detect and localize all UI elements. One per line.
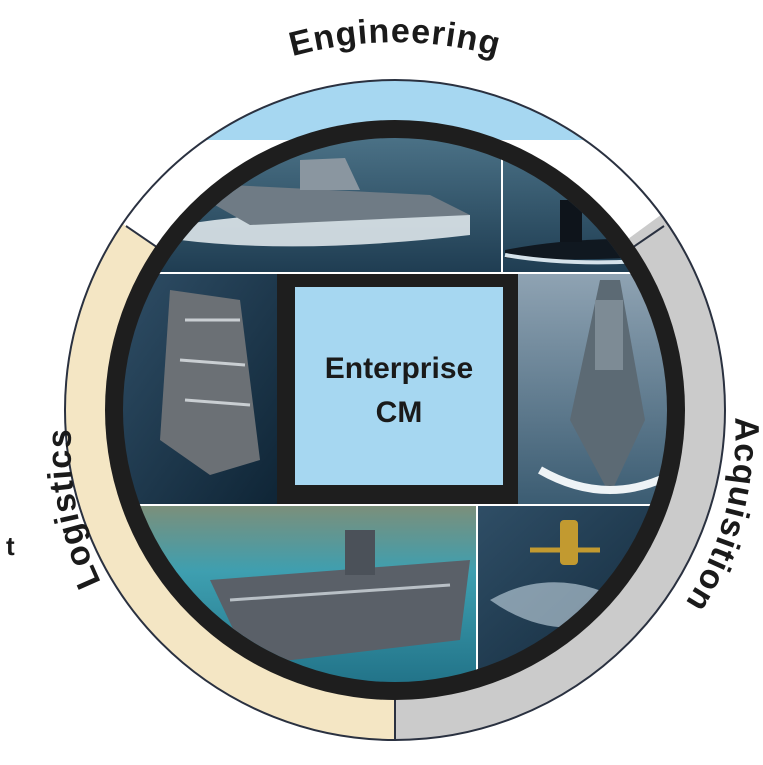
- photo-grid-lines: [123, 138, 667, 682]
- center-label-line1: Enterprise: [325, 352, 473, 385]
- engineering-label-path: Engineering: [285, 12, 504, 64]
- littoral-combat-ship-photo: [123, 138, 502, 273]
- aircraft-carrier-top-photo: [123, 273, 277, 505]
- center-label-line2: CM: [376, 396, 423, 429]
- engineering-label: Engineering: [285, 12, 505, 64]
- outer-ring-outline: [64, 79, 726, 741]
- carrier-in-port-photo: [123, 505, 477, 682]
- edge-text-fragment: t: [6, 531, 15, 561]
- center-box-fill: [295, 287, 503, 485]
